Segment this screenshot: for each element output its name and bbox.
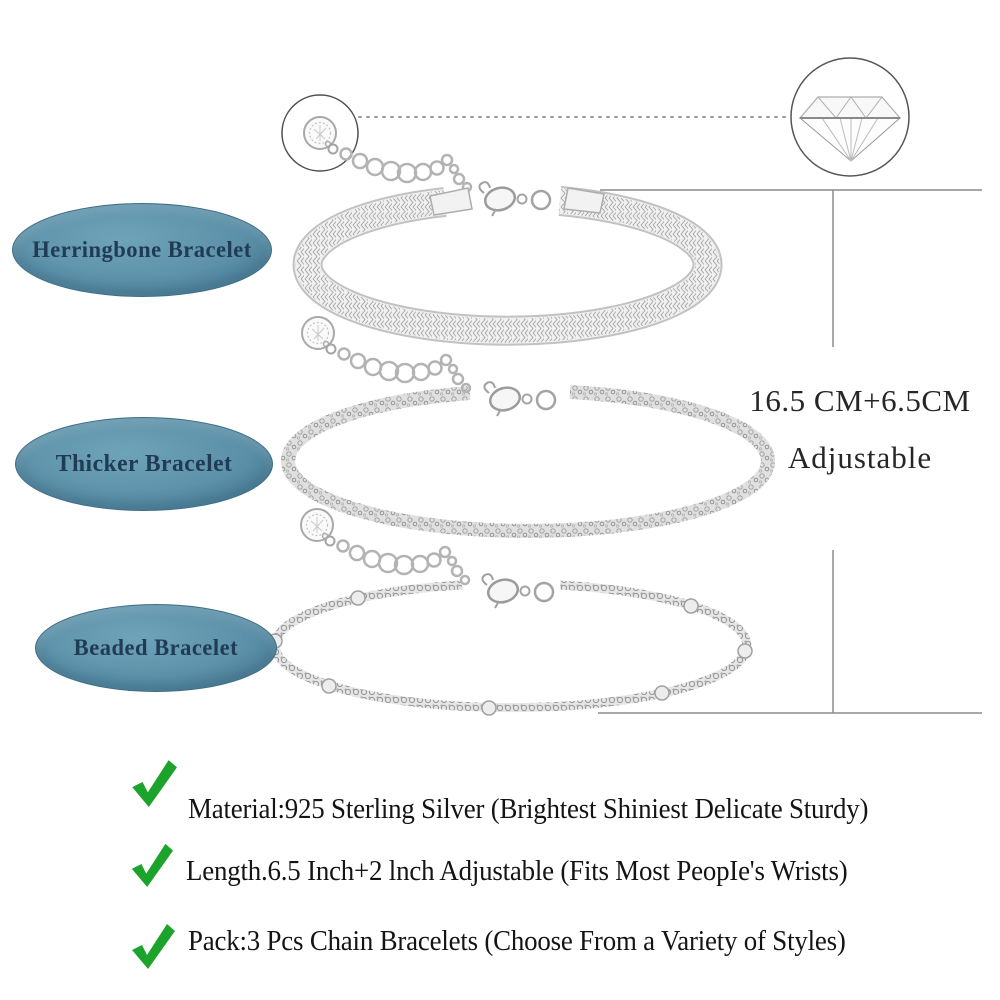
label-text: Herringbone Bracelet [32,237,252,262]
zoom-callout [281,57,910,177]
label-thicker-bracelet: Thicker Bracelet [15,417,273,511]
cz-charm-icon [303,116,339,155]
extension-chain [336,539,471,586]
lobster-clasp-icon [481,572,555,610]
checkmark-icon [132,924,175,969]
chain-beads [267,590,753,716]
checkmark-icon [132,760,177,807]
cz-charm-icon [300,508,336,547]
feature-text: Length.6.5 Inch+2 lnch Adjustable (Fits … [186,856,848,887]
detail-callout-circle [281,94,359,172]
lobster-clasp-icon [478,180,552,218]
extension-chain [337,347,472,394]
extension-chain [339,147,473,193]
beaded-bracelet-photo [267,508,753,716]
measurement-note: Adjustable [787,440,933,475]
label-text: Beaded Bracelet [73,635,239,660]
thicker-bracelet-photo [281,316,776,538]
label-beaded-bracelet: Beaded Bracelet [35,604,277,692]
label-herringbone-bracelet: Herringbone Bracelet [12,203,272,297]
feature-text: Pack:3 Pcs Chain Bracelets (Choose From … [188,926,846,957]
measurement-text: 16.5 CM+6.5CM Adjustable [720,383,1000,476]
label-text: Thicker Bracelet [55,450,233,477]
cone-end-cap [563,187,605,214]
herringbone-bracelet-photo [292,116,723,346]
cz-diamond-icon [798,96,902,162]
feature-item: Pack:3 Pcs Chain Bracelets (Choose From … [128,918,873,970]
checkmark-icon [131,843,174,888]
measurement-bracket [598,189,982,714]
cone-end-cap [429,187,473,216]
measurement-length: 16.5 CM+6.5CM [749,383,971,418]
lobster-clasp-icon [483,380,557,418]
feature-item: Length.6.5 Inch+2 lnch Adjustable (Fits … [128,842,875,888]
cz-charm-icon [301,316,337,355]
feature-text: Material:925 Sterling Silver (Brightest … [188,794,869,825]
feature-item: Material:925 Sterling Silver (Brightest … [128,760,897,826]
